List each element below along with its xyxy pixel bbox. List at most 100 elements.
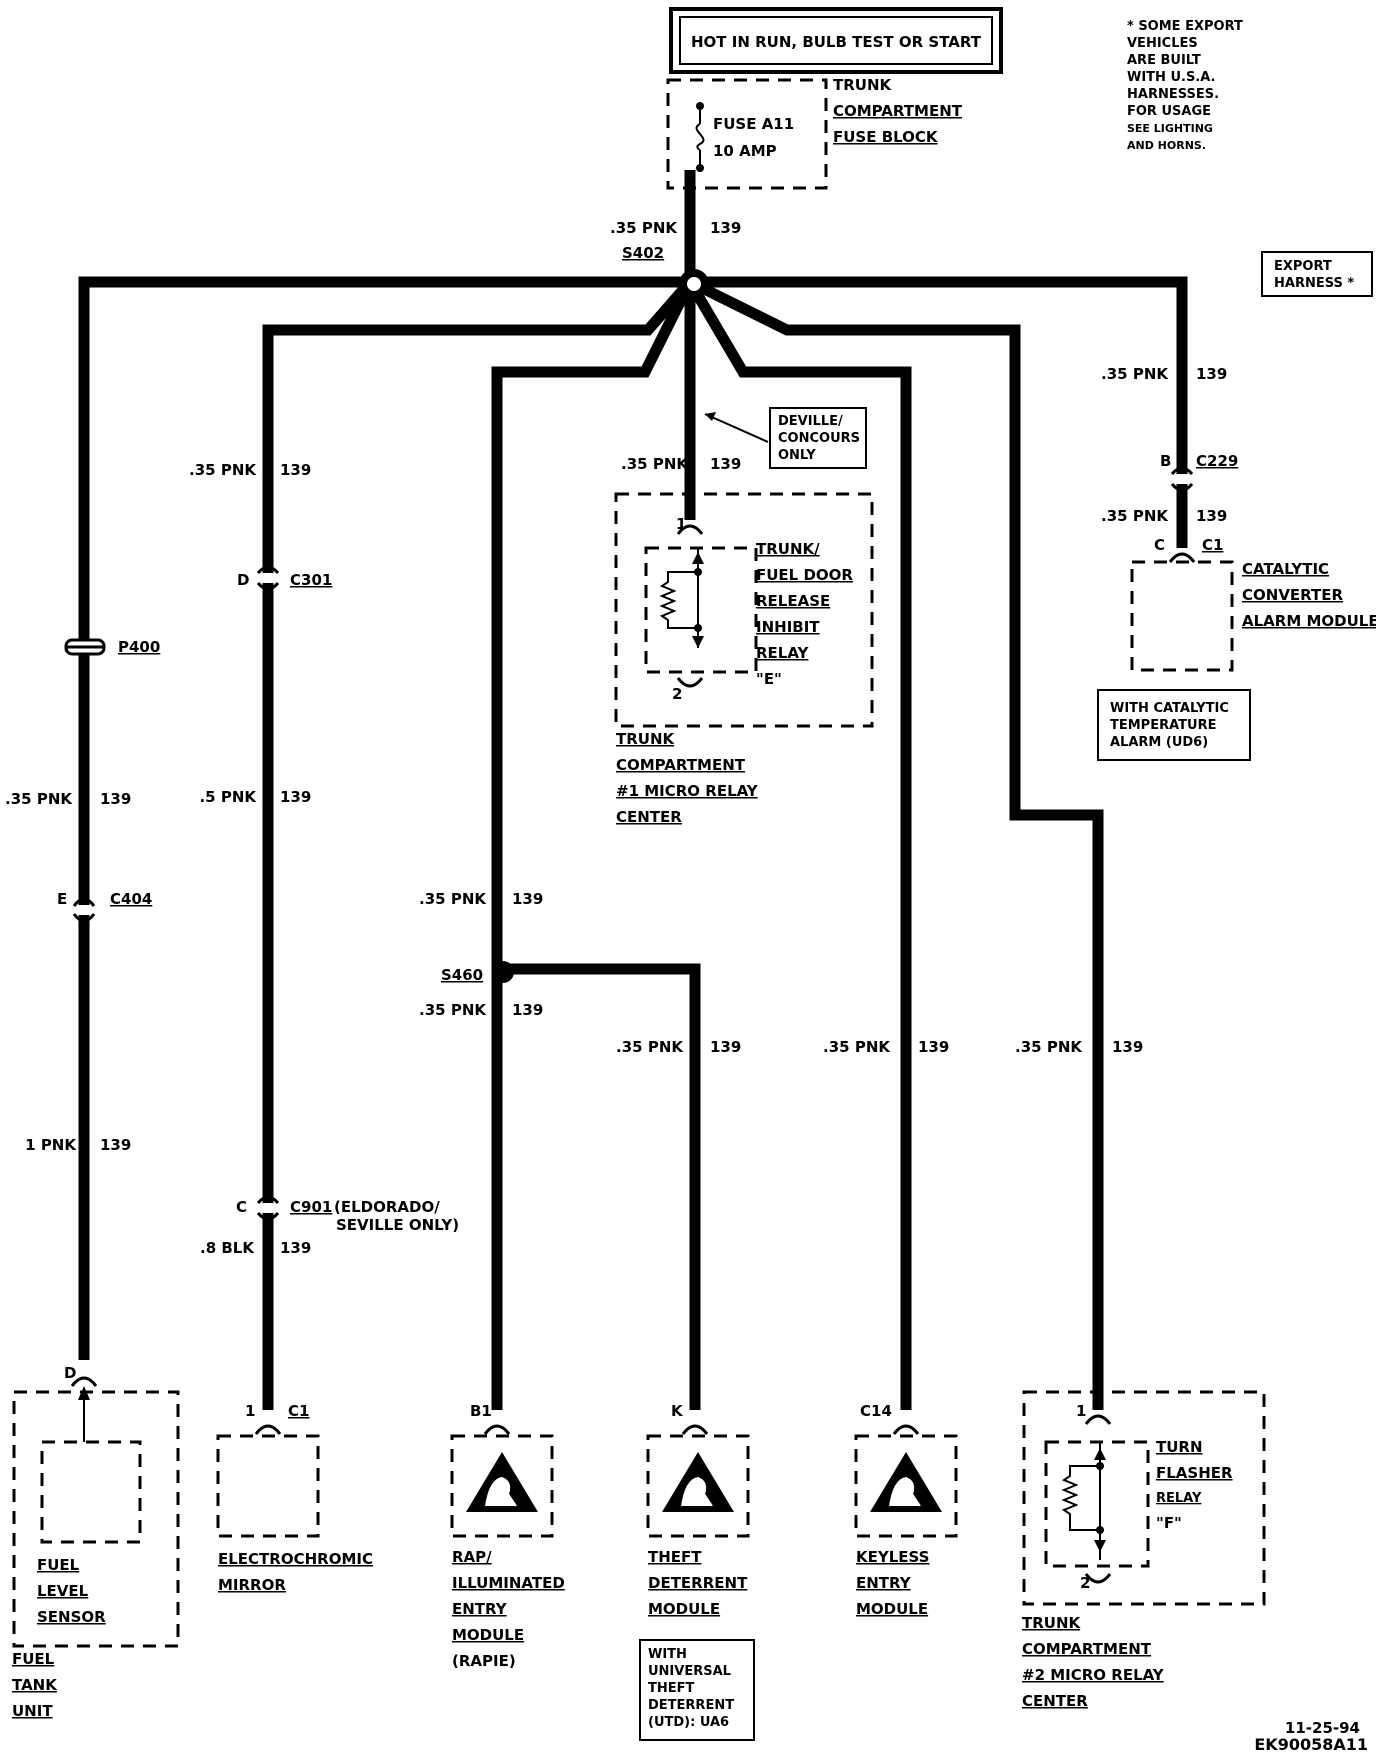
c901-note: (ELDORADO/ bbox=[334, 1198, 440, 1216]
fuel-sensor-label: FUEL bbox=[37, 1556, 80, 1574]
keyless-module-outline bbox=[854, 1434, 958, 1538]
fuel-tank-label: TANK bbox=[12, 1676, 58, 1694]
relay-e-connector-bottom bbox=[676, 677, 704, 688]
power-source-label: HOT IN RUN, BULB TEST OR START bbox=[691, 33, 982, 51]
rap-label: MODULE bbox=[452, 1626, 524, 1644]
wires bbox=[78, 170, 1188, 1410]
c229-gap bbox=[1176, 474, 1188, 484]
deville-callout-line: ONLY bbox=[778, 448, 816, 463]
deville-callout-box bbox=[769, 407, 867, 469]
export-harness-label: HARNESS * bbox=[1274, 276, 1354, 291]
relay-f-label: FLASHER bbox=[1156, 1464, 1233, 1482]
export-note-line: WITH U.S.A. bbox=[1127, 70, 1216, 85]
theft-pin: K bbox=[671, 1402, 684, 1420]
wire-label: .35 PNK bbox=[616, 1038, 684, 1056]
fuse-block-location: FUSE BLOCK bbox=[833, 128, 939, 146]
rap-pin: B1 bbox=[470, 1402, 492, 1420]
wire-label: .35 PNK bbox=[419, 1001, 487, 1019]
s402-label: S402 bbox=[622, 244, 664, 262]
arrow-head-icon bbox=[705, 412, 716, 421]
wire-label: .35 PNK bbox=[610, 219, 678, 237]
relay-coil-icon bbox=[659, 548, 704, 648]
circuit-number: 139 bbox=[1112, 1038, 1143, 1056]
relay-f-connector-bottom bbox=[1084, 1573, 1112, 1584]
theft-label: MODULE bbox=[648, 1600, 720, 1618]
electrochromic-mirror-outline bbox=[216, 1434, 320, 1538]
relay-f-label: RELAY bbox=[1156, 1491, 1202, 1506]
wire-label: .35 PNK bbox=[621, 455, 689, 473]
relay-center-2-label: #2 MICRO RELAY bbox=[1022, 1666, 1165, 1684]
wire-theft bbox=[497, 963, 701, 1410]
circuit-number: 139 bbox=[100, 1136, 131, 1154]
c404-pin: E bbox=[57, 890, 67, 908]
deville-callout-arrow bbox=[704, 413, 769, 443]
wire-relay-f bbox=[687, 277, 1104, 1410]
mirror-label: MIRROR bbox=[218, 1576, 286, 1594]
keyless-connector bbox=[892, 1424, 920, 1435]
keyless-label: KEYLESS bbox=[856, 1548, 929, 1566]
relay-e-label: "E" bbox=[756, 670, 782, 688]
circuit-number: 139 bbox=[100, 790, 131, 808]
static-sensitive-icon bbox=[870, 1452, 942, 1512]
c901-label: C901 bbox=[290, 1198, 332, 1216]
catalytic-connector bbox=[1168, 552, 1196, 563]
fuse-a11-icon bbox=[695, 123, 705, 151]
relay-e-outline bbox=[644, 546, 758, 674]
c404-connector bbox=[72, 897, 96, 923]
c901-gap bbox=[262, 1203, 274, 1213]
wire-fuel-tank bbox=[78, 276, 690, 1360]
mirror-label: ELECTROCHROMIC bbox=[218, 1550, 373, 1568]
fuse-block-location: TRUNK bbox=[833, 76, 893, 94]
c404-label: C404 bbox=[110, 890, 152, 908]
wire-label: .35 PNK bbox=[1015, 1038, 1083, 1056]
c229-label: C229 bbox=[1196, 452, 1238, 470]
export-harness-box bbox=[1261, 251, 1373, 297]
s460-splice bbox=[492, 961, 514, 983]
fuel-tank-label: FUEL bbox=[12, 1650, 55, 1668]
theft-option-line: THEFT bbox=[648, 1681, 695, 1696]
fuel-sensor-connector bbox=[70, 1376, 98, 1387]
relay-center-2-label: CENTER bbox=[1022, 1692, 1088, 1710]
theft-option-line: WITH bbox=[648, 1647, 687, 1662]
relay-e-connector bbox=[676, 524, 704, 535]
circuit-number: 139 bbox=[710, 455, 741, 473]
c901-pin: C bbox=[236, 1198, 247, 1216]
catalytic-option-box bbox=[1097, 689, 1251, 761]
rap-label: ILLUMINATED bbox=[452, 1574, 565, 1592]
keyless-label: ENTRY bbox=[856, 1574, 912, 1592]
power-source-inner-box bbox=[679, 16, 993, 65]
export-note-line: ARE BUILT bbox=[1127, 53, 1201, 68]
wire-label: .35 PNK bbox=[1101, 507, 1169, 525]
relay-center-1-label: #1 MICRO RELAY bbox=[616, 782, 759, 800]
circuit-number: 139 bbox=[918, 1038, 949, 1056]
c404-gap bbox=[78, 905, 90, 915]
relay-f-pin1: 1 bbox=[1076, 1402, 1086, 1420]
export-harness-label: EXPORT bbox=[1274, 259, 1332, 274]
theft-label: DETERRENT bbox=[648, 1574, 748, 1592]
circuit-number: 139 bbox=[280, 461, 311, 479]
wire-mirror bbox=[262, 278, 695, 1410]
fuel-tank-label: UNIT bbox=[12, 1702, 53, 1720]
circuit-number: 139 bbox=[280, 1239, 311, 1257]
relay-coil-icon bbox=[1061, 1442, 1106, 1560]
relay-center-1-label: CENTER bbox=[616, 808, 682, 826]
fuse-block-location: COMPARTMENT bbox=[833, 102, 963, 120]
wire-label: .35 PNK bbox=[189, 461, 257, 479]
wire-keyless bbox=[685, 279, 912, 1410]
theft-label: THEFT bbox=[648, 1548, 702, 1566]
theft-option-line: (UTD): UA6 bbox=[648, 1715, 729, 1730]
fuel-level-sensor-outline bbox=[40, 1440, 142, 1544]
fuel-sensor-pin: D bbox=[64, 1364, 76, 1382]
mirror-c1-label: C1 bbox=[288, 1402, 309, 1420]
fuse-name: FUSE A11 bbox=[713, 115, 794, 133]
deville-callout-line: DEVILLE/ bbox=[778, 414, 843, 429]
rap-module-outline bbox=[450, 1434, 554, 1538]
diagram-code: EK90058A11 bbox=[1254, 1735, 1368, 1754]
wire-label: .35 PNK bbox=[5, 790, 73, 808]
s402-splice-center bbox=[687, 277, 701, 291]
relay-e-pin1: 1 bbox=[676, 515, 686, 533]
s460-label: S460 bbox=[441, 966, 483, 984]
keyless-label: MODULE bbox=[856, 1600, 928, 1618]
wire-label: .35 PNK bbox=[1101, 365, 1169, 383]
theft-option-box bbox=[639, 1639, 755, 1741]
